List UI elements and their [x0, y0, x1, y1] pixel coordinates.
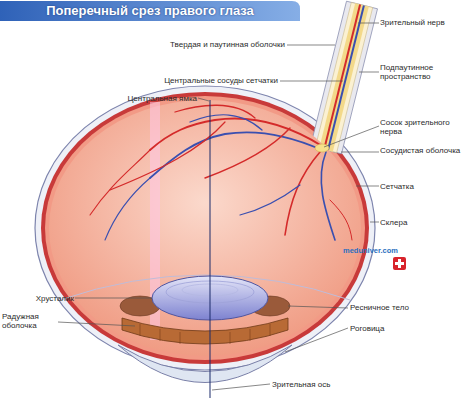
cornea [118, 345, 292, 383]
part-label: Сосок зрительного нерва [380, 118, 460, 136]
leader-lines [58, 23, 379, 390]
iris [122, 318, 288, 344]
part-label: Сосудистая оболочка [380, 146, 461, 155]
nerve-sheath [311, 1, 378, 154]
vein [240, 185, 300, 215]
optic-disc [315, 144, 329, 152]
part-label: Ресничное тело [350, 303, 450, 312]
central-artery [324, 5, 360, 150]
title-banner [0, 1, 300, 21]
vitreous-body [49, 100, 361, 356]
watermark: meduniver.com [343, 246, 413, 255]
part-label: Хрусталик [18, 294, 74, 303]
part-label: Центральные сосуды сетчатки [110, 76, 278, 85]
vein [105, 178, 150, 240]
retinal-vessels [90, 105, 352, 240]
vein [150, 132, 322, 178]
artery [285, 152, 320, 235]
part-label: Склера [380, 218, 460, 227]
part-label: Подпаутинное пространство [380, 63, 460, 81]
artery [205, 128, 290, 178]
part-label: Сетчатка [380, 182, 460, 191]
artery [330, 200, 352, 240]
site-logo [393, 257, 406, 270]
iris-stripes [140, 324, 270, 344]
logo-cross [395, 262, 404, 265]
part-label: Роговица [350, 324, 430, 333]
artery [110, 122, 225, 190]
part-label: Зрительный нерв [380, 18, 460, 27]
part-label: Твердая и паутинная оболочки [120, 40, 285, 49]
central-vein [328, 6, 364, 151]
part-label: Центральная ямка [100, 94, 197, 103]
part-label: Радужная оболочка [2, 312, 58, 330]
title: Поперечный срез правого глаза [0, 1, 300, 21]
logo-square [393, 257, 406, 270]
vein [321, 152, 335, 240]
artery [175, 105, 255, 118]
part-label: Зрительная ось [272, 380, 382, 389]
optic-nerve [311, 1, 378, 154]
artery [150, 118, 322, 150]
artery [90, 150, 150, 215]
nerve-core [319, 3, 369, 151]
vein [190, 115, 262, 130]
visual-axis [210, 100, 211, 398]
subarachnoid-space [315, 2, 372, 152]
